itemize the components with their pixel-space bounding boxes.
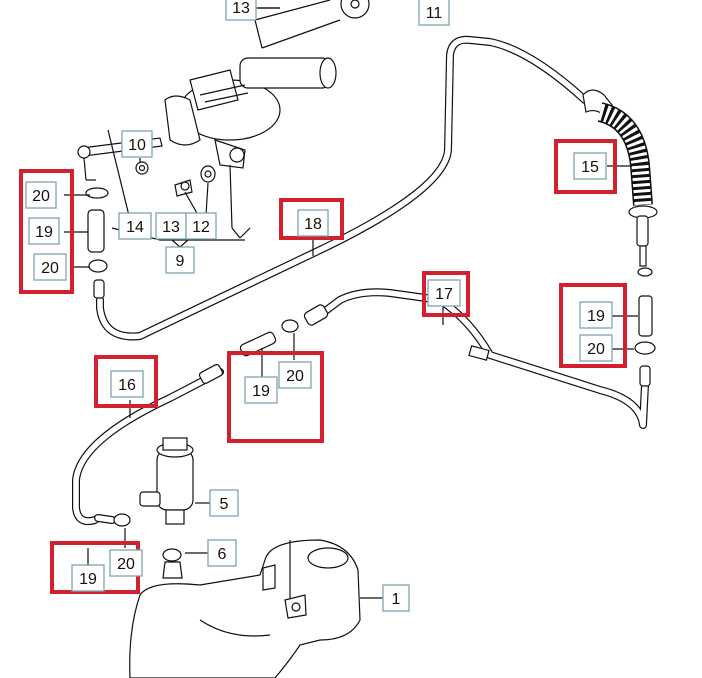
callout-5: 5 [209, 489, 239, 517]
right-nozzle-group [582, 89, 658, 387]
svg-text:10: 10 [128, 137, 146, 154]
svg-text:19: 19 [252, 383, 270, 400]
highlight-17 [422, 271, 470, 317]
callout-9: 9 [165, 246, 195, 274]
callout-17: 17 [427, 279, 461, 307]
hose-lines [72, 35, 649, 526]
callout-13: 13 [155, 212, 187, 240]
highlight-15 [554, 139, 617, 194]
svg-text:1: 1 [392, 591, 401, 608]
svg-text:12: 12 [192, 219, 210, 236]
callout-10: 10 [121, 130, 153, 158]
callout-19-b: 19 [579, 301, 613, 329]
callout-20-b: 20 [33, 253, 67, 281]
svg-text:20: 20 [286, 368, 304, 385]
callout-19-d: 19 [71, 564, 105, 592]
svg-text:19: 19 [587, 308, 605, 325]
svg-text:13: 13 [162, 219, 180, 236]
washer-reservoir [129, 539, 361, 678]
callout-6: 6 [207, 539, 237, 567]
callout-15: 15 [573, 152, 607, 180]
callout-labels: 13 11 10 20 19 14 13 12 20 9 18 15 17 19… [25, 0, 613, 612]
wiper-motor-assembly [77, 0, 370, 239]
svg-text:14: 14 [126, 219, 144, 236]
highlight-16 [94, 355, 158, 408]
svg-text:20: 20 [117, 556, 135, 573]
svg-text:19: 19 [79, 571, 97, 588]
svg-text:18: 18 [304, 216, 322, 233]
callout-20-c: 20 [579, 334, 613, 362]
highlight-18 [279, 198, 344, 240]
svg-text:15: 15 [581, 159, 599, 176]
callout-19-c: 19 [244, 376, 278, 404]
callout-20-e: 20 [109, 549, 143, 577]
callout-14: 14 [118, 212, 152, 240]
callout-20-a: 20 [25, 181, 57, 209]
svg-text:19: 19 [35, 224, 53, 241]
svg-text:6: 6 [218, 546, 227, 563]
callout-18: 18 [297, 209, 329, 237]
svg-text:16: 16 [118, 377, 136, 394]
callout-13-top: 13 [225, 0, 257, 21]
callout-20-d: 20 [278, 361, 312, 389]
svg-text:20: 20 [41, 260, 59, 277]
highlight-center-group [227, 351, 324, 443]
svg-text:5: 5 [220, 496, 229, 513]
left-connector-group [85, 187, 109, 299]
svg-text:20: 20 [587, 341, 605, 358]
svg-text:13: 13 [232, 0, 250, 17]
callout-12: 12 [185, 212, 217, 240]
washer-pump [113, 437, 194, 579]
callout-19-a: 19 [28, 217, 60, 245]
svg-text:9: 9 [176, 253, 185, 270]
svg-text:17: 17 [435, 286, 453, 303]
highlight-left-group [19, 169, 74, 294]
callout-1: 1 [382, 584, 410, 612]
svg-text:11: 11 [426, 5, 443, 22]
callout-16: 16 [110, 370, 144, 398]
callout-11: 11 [418, 0, 450, 26]
leader-lines [64, 7, 638, 599]
svg-text:20: 20 [32, 188, 50, 205]
highlight-right-group [559, 283, 627, 368]
center-connector-group [198, 304, 490, 385]
